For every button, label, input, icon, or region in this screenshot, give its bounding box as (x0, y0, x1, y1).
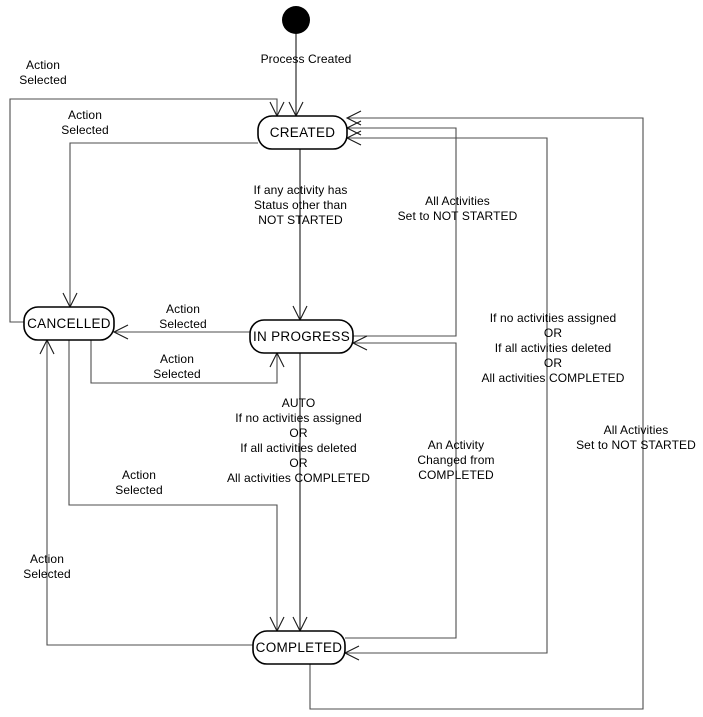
edge-completed-to-inprogress (345, 342, 457, 639)
state-node-created[interactable]: CREATED (257, 115, 348, 150)
state-label-inprogress: IN PROGRESS (253, 329, 350, 344)
edge-label-action-selected-cancelled-inprogress: Action Selected (153, 352, 201, 381)
state-label-completed: COMPLETED (256, 640, 343, 655)
edge-inprogress-to-created (347, 127, 457, 337)
edge-cancelled-to-inprogress (90, 340, 278, 384)
edge-completed-to-created-reset (309, 117, 644, 710)
state-node-cancelled[interactable]: CANCELLED (23, 306, 115, 341)
arrowhead-inprogress-to-cancelled (112, 324, 129, 340)
edge-label-auto-conditions: AUTO If no activities assigned OR If all… (226, 396, 371, 485)
edge-completed-to-created-auto (345, 137, 548, 654)
edge-label-action-selected-completed-cancelled: Action Selected (23, 552, 71, 581)
edge-label-an-activity-changed-from-completed: An Activity Changed from COMPLETED (417, 438, 495, 482)
edge-label-if-no-activities-assigned-right: If no activities assigned OR If all acti… (481, 311, 625, 385)
nodes-layer: CREATED CANCELLED IN PROGRESS COMPLETED (23, 6, 354, 665)
edge-label-action-selected-top-left: Action Selected (19, 58, 67, 87)
edge-label-action-selected-inprogress-cancelled: Action Selected (159, 302, 207, 331)
edge-cancelled-to-completed (68, 340, 278, 631)
edge-cancelled-to-created-inner (69, 142, 258, 307)
edges-layer (9, 34, 644, 710)
edge-label-action-selected-cancelled-completed: Action Selected (115, 468, 163, 497)
edge-label-process-created: Process Created (260, 52, 352, 66)
state-box-created[interactable] (257, 115, 348, 150)
state-box-cancelled[interactable] (23, 306, 115, 341)
edge-completed-to-cancelled (46, 340, 253, 646)
edge-label-if-any-activity-has-status: If any activity has Status other than NO… (253, 183, 348, 227)
arrowhead-completed-to-created-reset (345, 110, 362, 126)
edge-label-action-selected-inner-top: Action Selected (61, 108, 109, 137)
edge-label-all-activities-set-not-started: All Activities Set to NOT STARTED (397, 194, 518, 223)
initial-pseudostate-node (282, 6, 310, 34)
edge-label-all-activities-set-not-started-2: All Activities Set to NOT STARTED (576, 423, 696, 452)
state-box-completed[interactable] (252, 630, 346, 665)
state-node-inprogress[interactable]: IN PROGRESS (249, 319, 354, 354)
state-box-inprogress[interactable] (249, 319, 354, 354)
state-node-completed[interactable]: COMPLETED (252, 630, 346, 665)
state-label-cancelled: CANCELLED (27, 316, 111, 331)
edge-cancelled-to-created-outer (9, 98, 278, 323)
state-label-created: CREATED (270, 125, 336, 140)
